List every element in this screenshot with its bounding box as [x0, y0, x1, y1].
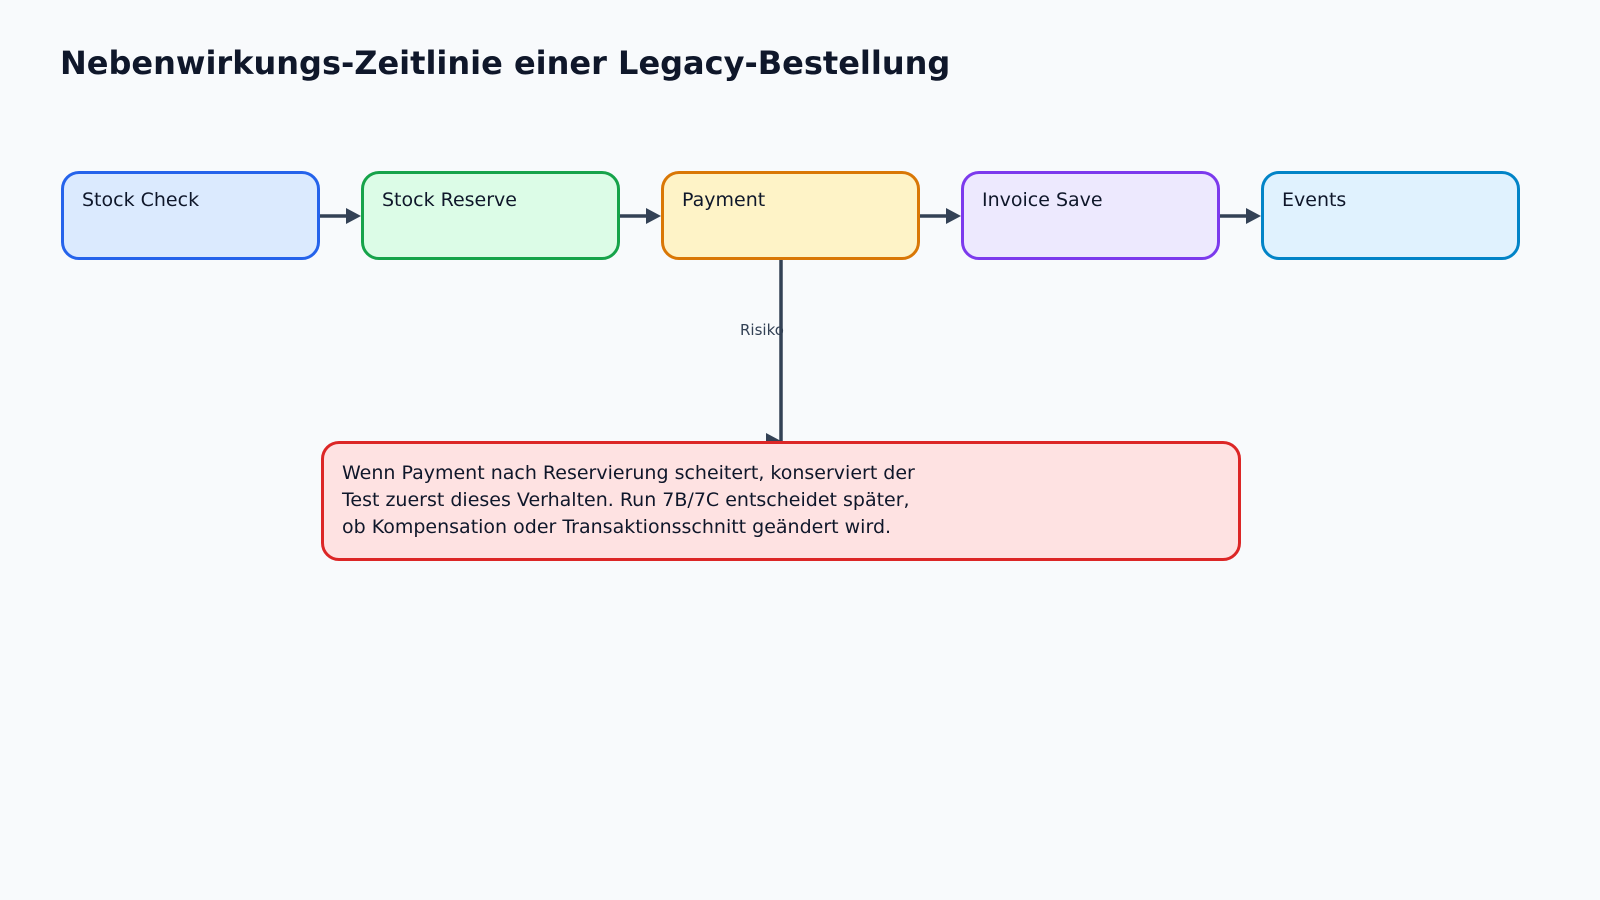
risk-note-line: ob Kompensation oder Transaktionsschnitt…	[342, 516, 892, 538]
risk-note-line: Wenn Payment nach Reservierung scheitert…	[342, 462, 915, 484]
stage-stock-reserve: Stock Reserve	[361, 171, 620, 260]
stage-label: Stock Reserve	[382, 189, 517, 211]
stage-payment: Payment	[661, 171, 920, 260]
stage-label: Stock Check	[82, 189, 200, 211]
risk-connector-label: Risiko	[740, 321, 784, 339]
stage-label: Invoice Save	[982, 189, 1103, 211]
arrowhead	[946, 208, 961, 224]
stage-events: Events	[1261, 171, 1520, 260]
arrowhead	[346, 208, 361, 224]
stage-invoice-save: Invoice Save	[961, 171, 1220, 260]
risk-note-line: Test zuerst dieses Verhalten. Run 7B/7C …	[342, 489, 910, 511]
arrowhead	[1246, 208, 1261, 224]
risk-note: Wenn Payment nach Reservierung scheitert…	[321, 441, 1241, 561]
stage-label: Payment	[682, 189, 766, 211]
stage-stock-check: Stock Check	[61, 171, 320, 260]
stage-label: Events	[1282, 189, 1347, 211]
diagram-title: Nebenwirkungs-Zeitlinie einer Legacy-Bes…	[60, 44, 951, 82]
arrowhead	[646, 208, 661, 224]
